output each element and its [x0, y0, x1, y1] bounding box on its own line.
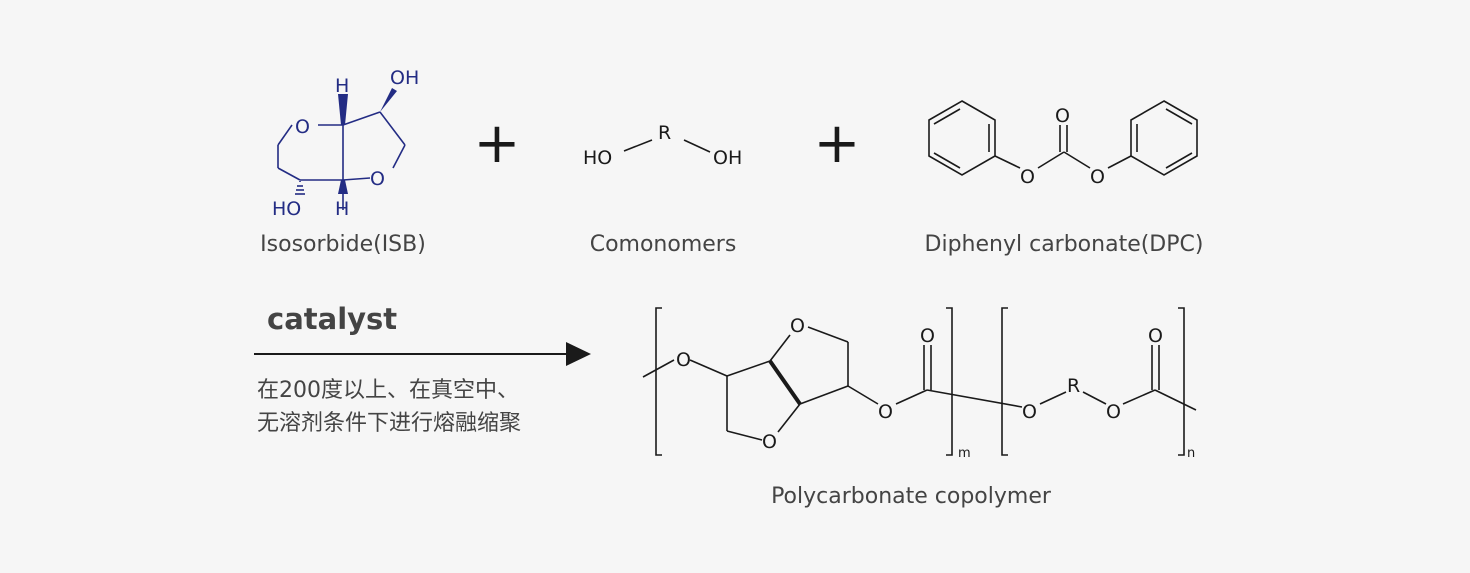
plus-sign-1: +	[474, 111, 521, 176]
isosorbide-hydrogen-top: H	[335, 75, 349, 97]
product-oxygen-5: O	[920, 325, 935, 347]
comonomer-hydroxyl-right: OH	[713, 147, 742, 169]
product-subscript-m: m	[958, 446, 971, 461]
reaction-condition-line-1: 在200度以上、在真空中、	[257, 378, 519, 403]
isosorbide-hashed-bond	[295, 181, 305, 195]
comonomer-label: Comonomers	[590, 232, 737, 257]
isosorbide-hydroxyl-bottom: HO	[272, 198, 301, 220]
reaction-condition-line-2: 无溶剂条件下进行熔融缩聚	[257, 411, 521, 436]
comonomer-hydroxyl-left: HO	[583, 147, 612, 169]
comonomer-r-group: R	[658, 122, 671, 144]
product-oxygen-7: O	[1106, 401, 1121, 423]
isosorbide-hydrogen-bottom: H	[335, 198, 349, 220]
isosorbide-ring-oxygen-left: O	[295, 116, 310, 138]
isosorbide-label: Isosorbide(ISB)	[260, 232, 426, 257]
dpc-atoms: O O O	[1020, 105, 1105, 188]
dpc-label: Diphenyl carbonate(DPC)	[925, 232, 1204, 257]
product-oxygen-2: O	[790, 315, 805, 337]
isosorbide-ring-oxygen-right: O	[370, 168, 385, 190]
comonomer-structure: HO R OH	[583, 122, 742, 169]
product-oxygen-1: O	[676, 349, 691, 371]
dpc-structure	[928, 100, 1198, 176]
product-subscript-n: n	[1187, 446, 1195, 461]
product-label: Polycarbonate copolymer	[771, 484, 1052, 509]
product-atoms: O O O O O O R O O m n	[676, 315, 1195, 461]
isosorbide-wedges	[338, 88, 397, 194]
product-oxygen-3: O	[762, 431, 777, 453]
catalyst-label: catalyst	[267, 302, 397, 336]
product-bold-bonds	[768, 359, 802, 406]
plus-sign-2: +	[814, 111, 861, 176]
product-oxygen-4: O	[878, 401, 893, 423]
dpc-ester-oxygen-right: O	[1090, 166, 1105, 188]
isosorbide-hydroxyl-top: OH	[390, 67, 419, 89]
product-oxygen-8: O	[1148, 325, 1163, 347]
product-r-group: R	[1067, 375, 1080, 397]
dpc-carbonyl-oxygen: O	[1055, 105, 1070, 127]
reaction-arrow	[254, 342, 591, 366]
isosorbide-atoms: OH H O O HO H	[272, 67, 419, 220]
dpc-ester-oxygen-left: O	[1020, 166, 1035, 188]
product-oxygen-6: O	[1022, 401, 1037, 423]
